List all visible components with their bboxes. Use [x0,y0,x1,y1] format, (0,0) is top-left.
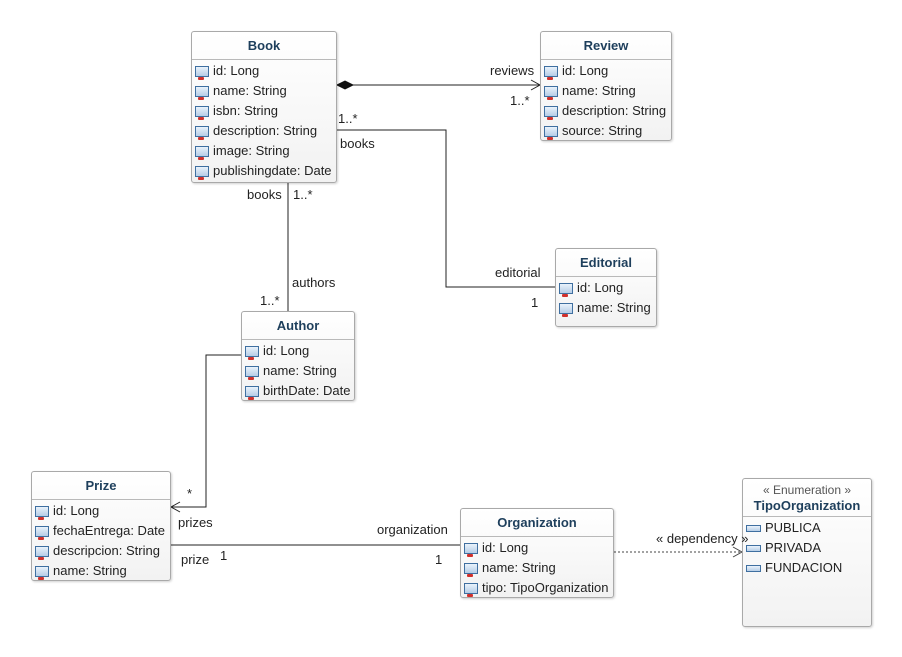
label-prize-multiplicity: 1 [220,548,228,563]
attribute-icon [195,65,209,80]
label-editorial-role: editorial [495,265,541,280]
label-book-author-book-multiplicity: 1..* [293,187,313,202]
attribute-icon [544,125,558,140]
dependency-organization-tipo [614,546,744,558]
attribute-icon [559,302,573,317]
class-book-title: Book [192,32,336,60]
label-book-editorial-multiplicity: 1..* [338,111,358,126]
class-book[interactable]: Book id: Long name: String isbn: String … [191,31,337,183]
author-attr-name: name: String [242,361,354,381]
class-author[interactable]: Author id: Long name: String birthDate: … [241,311,355,401]
label-book-author-books-role: books [247,187,282,202]
enum-stereotype: « Enumeration » [762,483,852,497]
book-attr-id: id: Long [192,61,336,81]
enum-tipoorganization[interactable]: « Enumeration » TipoOrganization PUBLICA… [742,478,872,627]
class-prize[interactable]: Prize id: Long fechaEntrega: Date descri… [31,471,171,581]
enum-literal-publica: PUBLICA [743,518,871,538]
author-attr-id: id: Long [242,341,354,361]
attribute-icon [195,165,209,180]
label-editorial-multiplicity: 1 [531,295,539,310]
assoc-author-prize [169,354,241,513]
attribute-icon [195,105,209,120]
label-reviews-multiplicity: 1..* [510,93,530,108]
review-attr-name: name: String [541,81,671,101]
review-attr-description: description: String [541,101,671,121]
class-editorial[interactable]: Editorial id: Long name: String [555,248,657,327]
literal-icon [746,524,761,532]
attribute-icon [464,542,478,557]
label-organization-role: organization [377,522,448,537]
class-editorial-title: Editorial [556,249,656,277]
prize-arrowhead [169,501,181,513]
attribute-icon [245,385,259,400]
attribute-icon [544,85,558,100]
prize-attr-fechaentrega: fechaEntrega: Date [32,521,170,541]
attribute-icon [464,582,478,597]
enum-tipoorganization-header: « Enumeration » TipoOrganization [743,479,871,517]
organization-attr-tipo: tipo: TipoOrganization [461,578,613,598]
assoc-book-editorial [337,129,555,288]
label-authors-multiplicity: 1..* [260,293,280,308]
book-attr-image: image: String [192,141,336,161]
literal-icon [746,544,761,552]
label-prize-role: prize [181,552,210,567]
prize-attr-id: id: Long [32,501,170,521]
organization-attr-id: id: Long [461,538,613,558]
attribute-icon [195,125,209,140]
class-organization-title: Organization [461,509,613,537]
attribute-icon [544,105,558,120]
class-review-title: Review [541,32,671,60]
enum-tipoorganization-title: TipoOrganization [753,498,861,513]
enum-literal-fundacion: FUNDACION [743,558,871,578]
book-attr-publishingdate: publishingdate: Date [192,161,336,181]
attribute-icon [35,505,49,520]
class-prize-title: Prize [32,472,170,500]
assoc-book-review [335,79,542,91]
prize-attr-name: name: String [32,561,170,581]
attribute-icon [544,65,558,80]
label-organization-multiplicity: 1 [435,552,443,567]
review-attr-id: id: Long [541,61,671,81]
attribute-icon [245,345,259,360]
book-attr-name: name: String [192,81,336,101]
label-book-editorial-books-role: books [340,136,375,151]
label-authors-role: authors [292,275,336,290]
attribute-icon [35,545,49,560]
book-attr-description: description: String [192,121,336,141]
label-reviews-role: reviews [490,63,535,78]
author-attr-birthdate: birthDate: Date [242,381,354,401]
editorial-attr-name: name: String [556,298,656,318]
label-prizes-multiplicity: * [187,486,193,501]
attribute-icon [245,365,259,380]
literal-icon [746,564,761,572]
attribute-icon [35,525,49,540]
class-organization[interactable]: Organization id: Long name: String tipo:… [460,508,614,598]
attribute-icon [195,145,209,160]
class-author-title: Author [242,312,354,340]
attribute-icon [195,85,209,100]
composition-diamond [335,80,355,90]
attribute-icon [464,562,478,577]
label-prizes-role: prizes [178,515,213,530]
attribute-icon [559,282,573,297]
review-attr-source: source: String [541,121,671,141]
label-dependency: « dependency » [656,531,749,546]
prize-attr-descripcion: descripcion: String [32,541,170,561]
book-attr-isbn: isbn: String [192,101,336,121]
class-review[interactable]: Review id: Long name: String description… [540,31,672,141]
editorial-attr-id: id: Long [556,278,656,298]
attribute-icon [35,565,49,580]
enum-literal-privada: PRIVADA [743,538,871,558]
organization-attr-name: name: String [461,558,613,578]
